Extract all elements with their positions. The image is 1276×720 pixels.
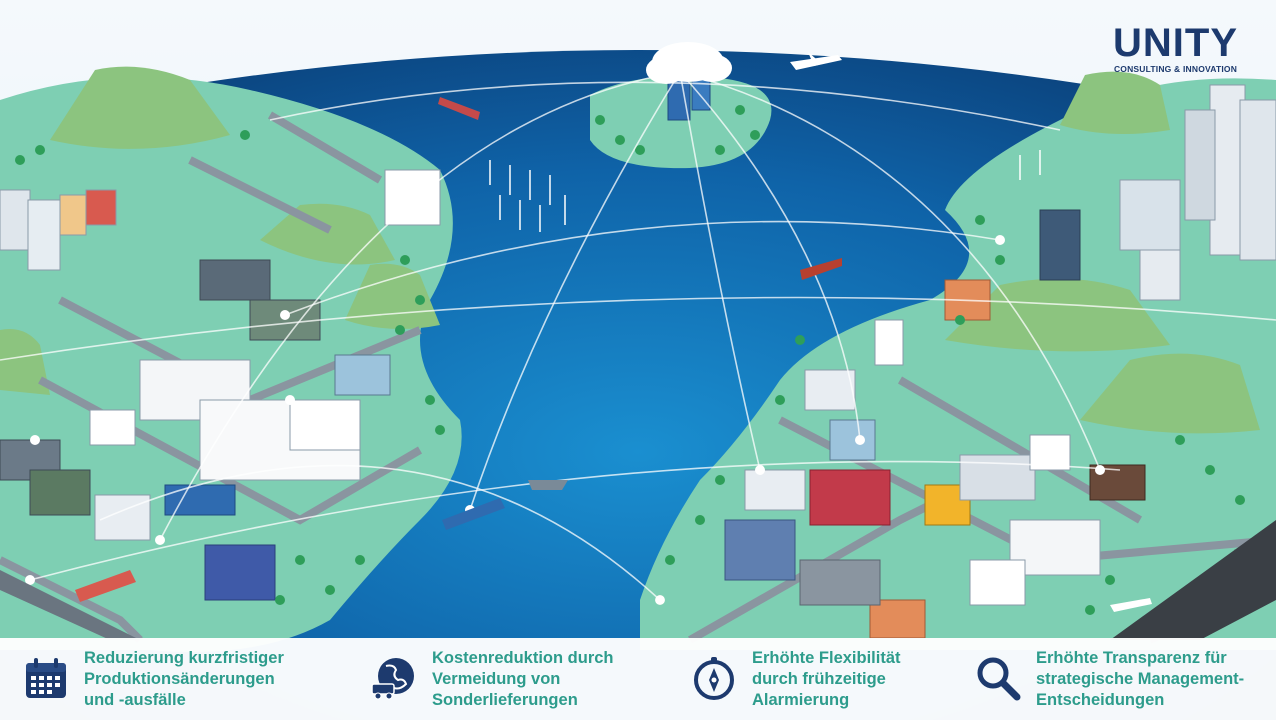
benefit-item: Erhöhte Flexibilität durch frühzeitige A… (690, 648, 901, 711)
benefit-item: Erhöhte Transparenz für strategische Man… (974, 648, 1244, 711)
hill (50, 66, 230, 149)
benefit-text: Kostenreduktion durch Vermeidung von Son… (432, 649, 614, 709)
right-buildings (724, 84, 1276, 639)
hill (945, 278, 1170, 352)
benefit-text: Erhöhte Transparenz für strategische Man… (1036, 649, 1245, 709)
compass-icon (694, 657, 734, 700)
calendar-icon (26, 658, 66, 698)
globe-truck-icon (371, 658, 414, 700)
benefit-text: Reduzierung kurzfristiger Produktionsänd… (84, 649, 284, 709)
network-lines (0, 71, 1276, 601)
bridge (0, 570, 140, 640)
unity-logo: UNITY CONSULTING & INNOVATION (1113, 21, 1238, 74)
hill (345, 263, 440, 329)
center-island (590, 76, 772, 169)
logo-wordmark: UNITY (1113, 21, 1238, 65)
left-buildings (0, 169, 441, 601)
wind-turbine-icon (489, 150, 1041, 232)
benefits-footer: Reduzierung kurzfristiger Produktionsänd… (0, 638, 1276, 720)
airplane-icon (790, 52, 1152, 612)
benefit-item: Kostenreduktion durch Vermeidung von Son… (370, 648, 614, 711)
runway (1110, 520, 1276, 640)
benefit-item: Reduzierung kurzfristiger Produktionsänd… (22, 648, 284, 711)
logo-tagline: CONSULTING & INNOVATION (1113, 64, 1238, 74)
benefit-text: Erhöhte Flexibilität durch frühzeitige A… (752, 649, 901, 709)
hill (0, 329, 50, 395)
magnifier-icon (977, 657, 1021, 701)
hill (1060, 71, 1170, 134)
cloud-data-center (646, 42, 732, 121)
ship-icon (75, 97, 842, 602)
hill (1080, 353, 1260, 434)
